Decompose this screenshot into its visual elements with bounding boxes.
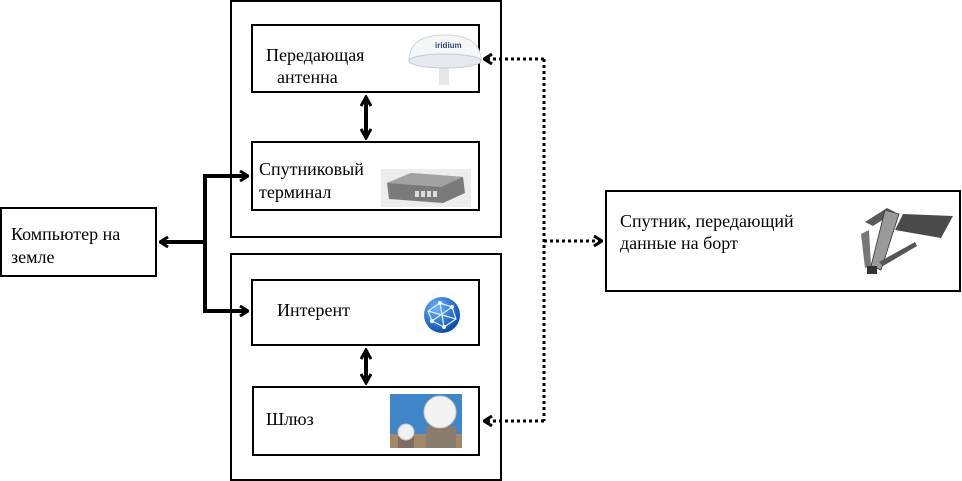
gateway-node[interactable]: Шлюз [252, 386, 480, 456]
satellite-icon [861, 208, 953, 274]
terminal-label-line1: Спутниковый [259, 159, 364, 179]
antenna-node[interactable]: Передающая антенна iridium [251, 24, 482, 93]
internet-label: Интерент [277, 300, 350, 320]
satellite-node[interactable]: Спутник, передающий данные на борт [605, 190, 961, 292]
antenna-label-line2: антенна [277, 67, 338, 87]
gateway-label: Шлюз [266, 409, 314, 429]
satellite-label-line1: Спутник, передающий [620, 211, 794, 231]
internet-node[interactable]: Интерент [251, 279, 480, 346]
gateway-station-icon [390, 394, 462, 448]
satellite-label-line2: данные на борт [620, 233, 738, 253]
computer-label-line1: Компьютер на [11, 224, 121, 244]
antenna-icon: iridium [408, 34, 482, 85]
antenna-label-line1: Передающая [266, 45, 365, 65]
terminal-device-icon [381, 169, 471, 207]
computer-label-line2: земле [11, 247, 55, 267]
antenna-brand-text: iridium [435, 41, 462, 50]
solid-bus [160, 176, 248, 311]
dotted-bus [484, 59, 602, 421]
computer-node[interactable]: Компьютер на земле [0, 207, 157, 277]
terminal-node[interactable]: Спутниковый терминал [251, 141, 480, 211]
globe-network-icon [424, 297, 460, 333]
terminal-label-line2: терминал [259, 182, 332, 202]
